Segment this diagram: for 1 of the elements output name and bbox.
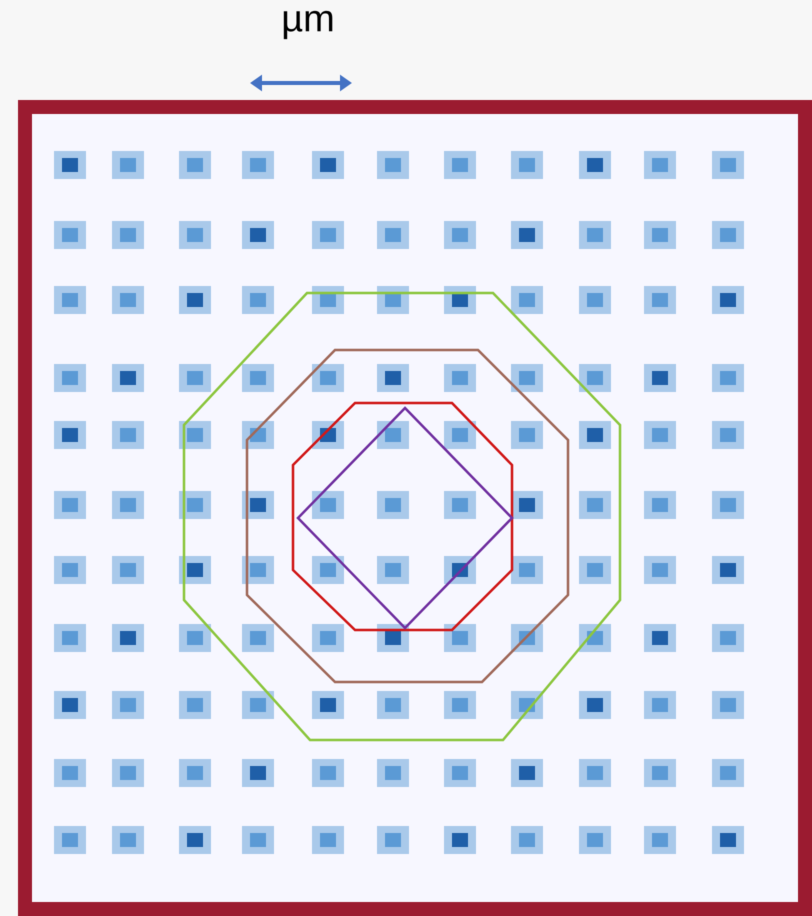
scale-label: µm xyxy=(284,10,332,40)
